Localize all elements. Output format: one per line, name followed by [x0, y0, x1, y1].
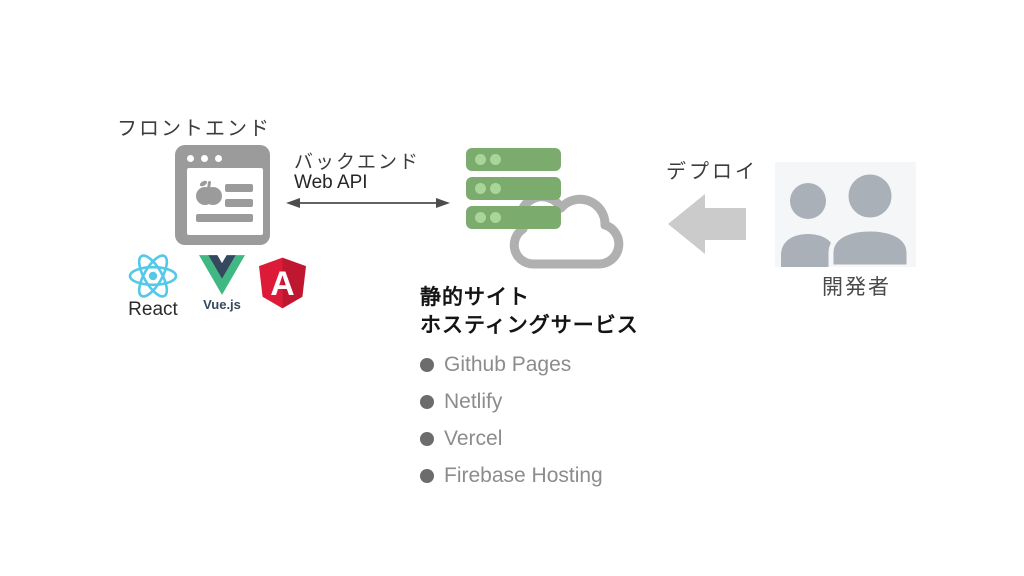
browser-dot-icon — [201, 155, 208, 162]
server-led-icon — [475, 183, 486, 194]
react-label: React — [128, 299, 178, 320]
bullet-icon — [420, 394, 434, 409]
double-arrow-icon — [286, 198, 450, 208]
list-item: Github Pages — [420, 346, 603, 383]
server-led-icon — [490, 154, 501, 165]
server-led-icon — [490, 212, 501, 223]
browser-dot-icon — [187, 155, 194, 162]
vue-icon — [199, 255, 245, 295]
server-rack-icon — [466, 148, 561, 171]
webapi-label: Web API — [294, 172, 368, 193]
service-label: Netlify — [444, 389, 503, 413]
browser-icon — [175, 145, 270, 245]
list-item: Netlify — [420, 383, 603, 420]
angular-icon: A — [259, 257, 306, 309]
bullet-icon — [420, 468, 434, 483]
hosting-service-list: Github Pages Netlify Vercel Firebase Hos… — [420, 346, 603, 494]
service-label: Github Pages — [444, 352, 572, 376]
block-arrow-icon — [668, 194, 746, 254]
list-item: Firebase Hosting — [420, 457, 603, 494]
hosting-title-line2: ホスティングサービス — [420, 314, 639, 337]
browser-content — [187, 168, 263, 235]
server-led-icon — [490, 183, 501, 194]
apple-icon — [196, 180, 222, 205]
vue-label: Vue.js — [203, 297, 241, 312]
server-led-icon — [475, 212, 486, 223]
text-line-icon — [225, 199, 253, 207]
deploy-label: デプロイ — [666, 161, 758, 183]
developers-icon — [775, 162, 916, 270]
server-rack-icon — [466, 206, 561, 229]
developers-silhouettes — [781, 169, 912, 270]
developers-label: 開発者 — [822, 276, 891, 299]
frontend-label: フロントエンド — [117, 118, 271, 140]
react-icon — [128, 254, 178, 298]
hosting-title: 静的サイト ホスティングサービス — [420, 284, 639, 340]
bullet-icon — [420, 431, 434, 446]
browser-dot-icon — [215, 155, 222, 162]
list-item: Vercel — [420, 420, 603, 457]
angular-letter: A — [270, 265, 294, 303]
text-line-icon — [196, 214, 253, 222]
server-rack-icon — [466, 177, 561, 200]
service-label: Vercel — [444, 426, 503, 450]
hosting-title-line1: 静的サイト — [420, 286, 530, 309]
bullet-icon — [420, 357, 434, 372]
text-line-icon — [225, 184, 253, 192]
server-led-icon — [475, 154, 486, 165]
service-label: Firebase Hosting — [444, 463, 603, 487]
backend-label: バックエンド — [294, 152, 421, 173]
